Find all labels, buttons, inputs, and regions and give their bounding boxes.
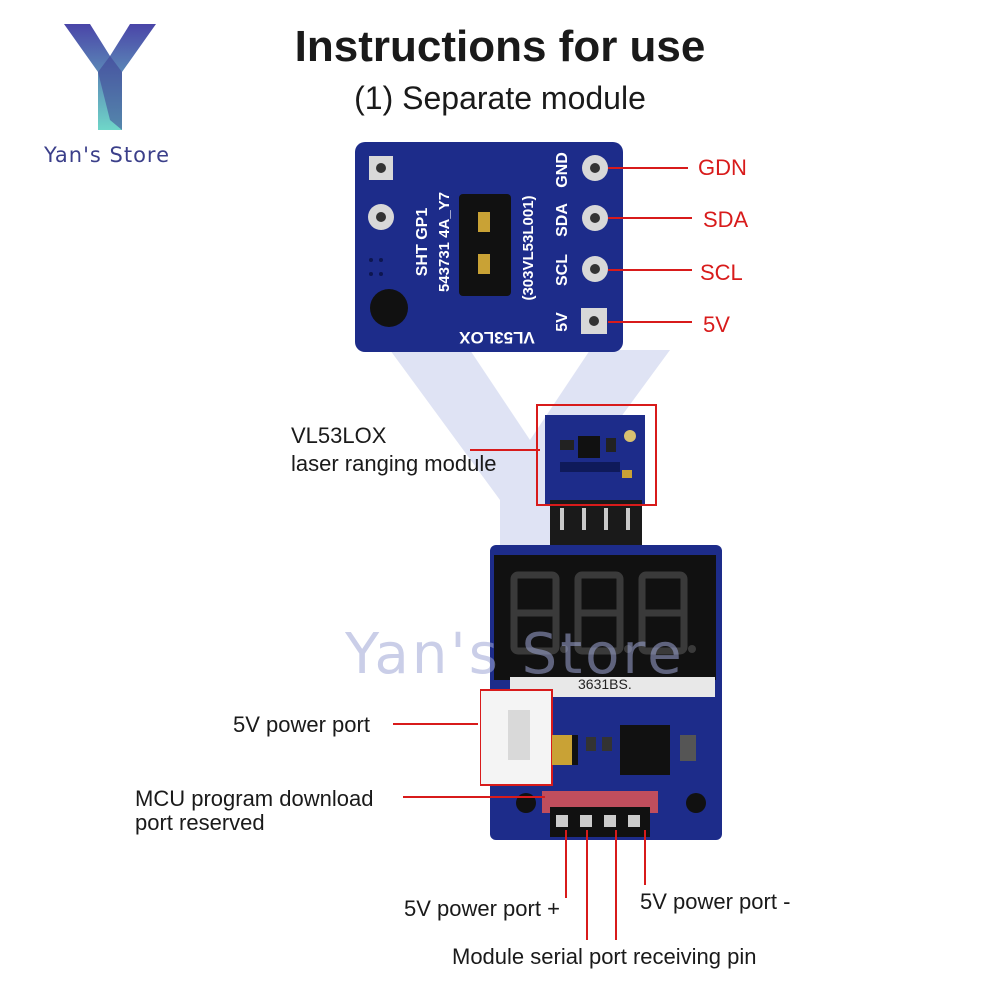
sensor-silkscreen: SHT GP1 543731 4A_Y7 (303VL53L001) GND S… (414, 152, 571, 347)
silk-sda: SDA (554, 203, 571, 237)
pin-callout-lines (608, 167, 692, 323)
power-plus-label: 5V power port + (404, 896, 560, 921)
silk-gnd: GND (554, 152, 571, 188)
mcu-label-line1: MCU program download (135, 786, 374, 811)
page-subtitle: (1) Separate module (354, 80, 646, 116)
silk-model: VL53LOX (459, 328, 535, 347)
page-title: Instructions for use (294, 22, 706, 71)
silk-line-2: 543731 4A_Y7 (436, 192, 453, 292)
silk-line-3: (303VL53L001) (520, 195, 537, 300)
module-label-line1: VL53LOX (291, 423, 387, 448)
pin-label-sda: SDA (703, 207, 749, 232)
power-port-label: 5V power port (233, 712, 370, 737)
store-logo-icon (64, 24, 156, 130)
sensor-board (355, 142, 623, 352)
pin-label-5v: 5V (703, 312, 730, 337)
store-name: Yan's Store (44, 143, 171, 167)
serial-rx-label: Module serial port receiving pin (452, 944, 757, 969)
mounted-sensor-module (536, 404, 657, 550)
silk-scl: SCL (554, 254, 571, 286)
power-minus-label: 5V power port - (640, 889, 791, 914)
display-board (480, 545, 722, 840)
module-label-line2: laser ranging module (291, 451, 497, 476)
pin-label-gnd: GDN (698, 155, 747, 180)
mcu-label-line2: port reserved (135, 810, 265, 835)
watermark-logo (390, 350, 670, 580)
display-part-number: 3631BS. (578, 676, 632, 692)
silk-line-1: SHT GP1 (414, 208, 431, 277)
module-callout-line (470, 449, 540, 451)
silk-5v: 5V (554, 312, 571, 332)
pin-label-scl: SCL (700, 260, 743, 285)
watermark-store-name: Yan's Store (345, 622, 685, 687)
